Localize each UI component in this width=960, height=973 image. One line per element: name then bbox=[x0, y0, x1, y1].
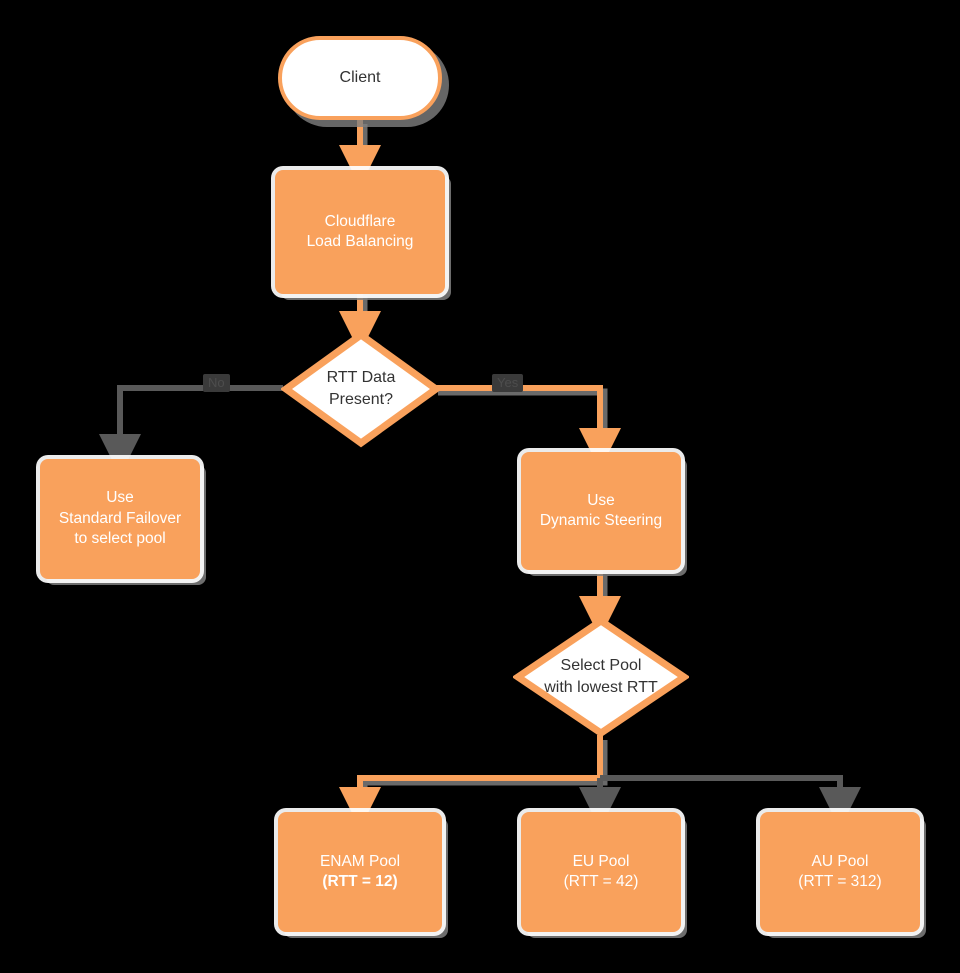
select-pool-shape bbox=[513, 616, 689, 738]
node-au-pool-line1: AU Pool bbox=[811, 852, 869, 870]
node-au-pool[interactable]: AU Pool (RTT = 312) bbox=[760, 812, 920, 932]
rtt-decision-shape bbox=[281, 330, 441, 448]
node-load-balancing[interactable]: Cloudflare Load Balancing bbox=[275, 170, 445, 294]
node-eu-pool-line1: EU Pool bbox=[572, 852, 630, 870]
edge-selectpool-to-au bbox=[600, 775, 861, 829]
node-eu-pool[interactable]: EU Pool (RTT = 42) bbox=[521, 812, 681, 932]
node-client[interactable]: Client bbox=[278, 36, 442, 120]
edge-label-no: No bbox=[203, 374, 230, 392]
edge-rtt-yes-to-steering bbox=[436, 385, 621, 470]
edge-label-yes: Yes bbox=[492, 374, 524, 392]
node-select-pool[interactable]: Select Pool with lowest RTT bbox=[513, 616, 689, 738]
node-load-balancing-line1: Cloudflare bbox=[324, 212, 396, 230]
node-client-label: Client bbox=[339, 69, 381, 87]
node-standard-failover[interactable]: Use Standard Failover to select pool bbox=[40, 459, 200, 579]
node-standard-failover-line1: Use bbox=[106, 489, 134, 507]
node-enam-pool-line2: (RTT = 12) bbox=[322, 873, 398, 890]
node-dynamic-steering-line1: Use bbox=[587, 491, 615, 509]
node-standard-failover-line2: Standard Failover bbox=[58, 509, 182, 527]
node-rtt-decision[interactable]: RTT Data Present? bbox=[281, 330, 441, 448]
node-load-balancing-line2: Load Balancing bbox=[306, 233, 414, 250]
node-eu-pool-line2: (RTT = 42) bbox=[563, 873, 639, 890]
node-dynamic-steering[interactable]: Use Dynamic Steering bbox=[521, 452, 681, 570]
node-enam-pool-line1: ENAM Pool bbox=[319, 852, 401, 870]
node-enam-pool[interactable]: ENAM Pool (RTT = 12) bbox=[278, 812, 442, 932]
node-dynamic-steering-line2: Dynamic Steering bbox=[539, 512, 663, 529]
edge-rtt-no-to-failover bbox=[99, 385, 283, 476]
node-au-pool-line2: (RTT = 312) bbox=[798, 873, 882, 890]
node-standard-failover-line3: to select pool bbox=[74, 530, 166, 548]
edge-selectpool-to-enam bbox=[339, 735, 603, 829]
